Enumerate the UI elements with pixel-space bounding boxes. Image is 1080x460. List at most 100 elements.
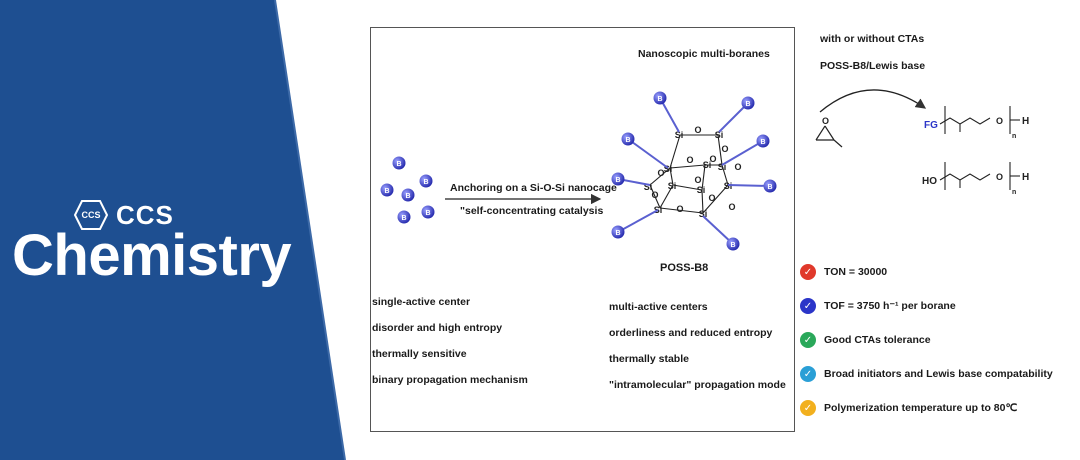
svg-text:B: B (745, 101, 750, 108)
svg-text:n: n (1012, 133, 1016, 140)
ccs-chemistry-logo: CCS CCS Chemistry (12, 200, 292, 288)
reaction-arrow (819, 89, 927, 113)
o-atom-label: O (651, 190, 658, 200)
catalyst-text: POSS-B8/Lewis base (820, 60, 926, 72)
feature-text: TON = 30000 (824, 266, 888, 278)
svg-text:B: B (423, 179, 428, 186)
svg-text:n: n (1012, 189, 1016, 196)
svg-text:B: B (657, 96, 662, 103)
o-atom-label: O (709, 154, 716, 164)
o-atom-label: O (694, 175, 701, 185)
si-atom-label: Si (697, 185, 706, 195)
diagram-title: Nanoscopic multi-boranes (638, 48, 770, 60)
borane-tether (617, 209, 659, 233)
right-property-item: multi-active centers (609, 301, 708, 313)
svg-text:B: B (625, 137, 630, 144)
right-property-item: thermally stable (609, 353, 689, 365)
o-atom-label: O (657, 168, 664, 178)
feature-item: ✓Broad initiators and Lewis base compata… (800, 366, 1053, 382)
svg-text:B: B (401, 215, 406, 222)
borane-tether (721, 140, 764, 166)
left-property-item: binary propagation mechanism (372, 374, 528, 386)
svg-text:B: B (405, 193, 410, 200)
svg-text:B: B (767, 184, 772, 191)
right-property-item: orderliness and reduced entropy (609, 327, 773, 339)
feature-item: ✓Good CTAs tolerance (800, 332, 931, 348)
polyether-product-2 (939, 162, 1020, 190)
o-atom-label: O (734, 162, 741, 172)
borane-sphere: B (763, 179, 777, 193)
svg-text:O: O (996, 172, 1003, 182)
feature-text: Polymerization temperature up to 80℃ (824, 402, 1018, 414)
borane-tether (718, 102, 749, 133)
svg-text:B: B (730, 242, 735, 249)
o-atom-label: O (728, 202, 735, 212)
diagram-box (370, 27, 795, 432)
borane-sphere: B (741, 96, 755, 110)
si-atom-label: Si (718, 162, 727, 172)
product2-h: H (1022, 172, 1029, 183)
svg-text:B: B (615, 230, 620, 237)
svg-text:B: B (615, 177, 620, 184)
svg-text:O: O (996, 116, 1003, 126)
o-atom-label: O (694, 125, 701, 135)
o-atom-label: O (686, 155, 693, 165)
check-icon: ✓ (800, 400, 816, 416)
o-atom-label: O (708, 193, 715, 203)
arrow-label-1: Anchoring on a Si-O-Si nanocage (450, 182, 617, 194)
svg-text:B: B (396, 161, 401, 168)
product1-fg: FG (924, 120, 938, 131)
arrow-label-2: "self-concentrating catalysis (460, 205, 604, 217)
o-atom-label: O (676, 204, 683, 214)
si-atom-label: Si (675, 130, 684, 140)
si-atom-label: Si (699, 209, 708, 219)
si-atom-label: Si (668, 181, 677, 191)
si-atom-label: Si (644, 182, 653, 192)
feature-text: TOF = 3750 h⁻¹ per borane (824, 300, 956, 312)
borane-sphere: B (401, 188, 415, 202)
feature-item: ✓ TOF = 3750 h⁻¹ per borane (800, 298, 956, 314)
borane-sphere: B (611, 172, 625, 186)
epoxide-structure (815, 125, 843, 148)
compound-name: POSS-B8 (660, 262, 709, 274)
feature-item: ✓ Polymerization temperature up to 80℃ (800, 400, 1017, 416)
epoxide-o: O (822, 116, 829, 126)
ccs-hexagon-icon: CCS (74, 200, 108, 230)
left-property-item: disorder and high entropy (372, 322, 503, 334)
left-property-item: thermally sensitive (372, 348, 467, 360)
feature-text: Broad initiators and Lewis base compatab… (824, 368, 1053, 380)
borane-sphere: B (419, 174, 433, 188)
cta-text: with or without CTAs (820, 33, 925, 45)
si-atom-label: Si (715, 130, 724, 140)
polyether-product-1 (939, 106, 1020, 134)
feature-item: ✓TON = 30000 (800, 264, 887, 280)
borane-sphere: B (756, 134, 770, 148)
borane-tether (702, 215, 734, 245)
borane-sphere: B (726, 237, 740, 251)
poss-cage (649, 134, 729, 214)
si-atom-label: Si (664, 164, 673, 174)
logo-badge-text: CCS (81, 210, 100, 220)
logo-big-text: Chemistry (12, 223, 292, 288)
si-atom-label: Si (703, 160, 712, 170)
feature-text: Good CTAs tolerance (824, 334, 931, 346)
product2-ho: HO (922, 176, 937, 187)
o-atom-label: O (721, 144, 728, 154)
left-property-item: single-active center (372, 296, 471, 308)
svg-text:B: B (384, 188, 389, 195)
borane-sphere: B (397, 210, 411, 224)
check-icon: ✓ (800, 298, 816, 314)
borane-sphere: B (621, 132, 635, 146)
svg-text:B: B (425, 210, 430, 217)
logo-small-text: CCS (116, 200, 174, 230)
right-property-item: "intramolecular" propagation mode (609, 379, 786, 391)
borane-tether (627, 138, 669, 169)
product1-h: H (1022, 116, 1029, 127)
borane-sphere: B (421, 205, 435, 219)
borane-sphere: B (653, 91, 667, 105)
borane-tether (727, 184, 771, 187)
single-boranes: B B B B B B (380, 156, 435, 224)
svg-text:B: B (760, 139, 765, 146)
